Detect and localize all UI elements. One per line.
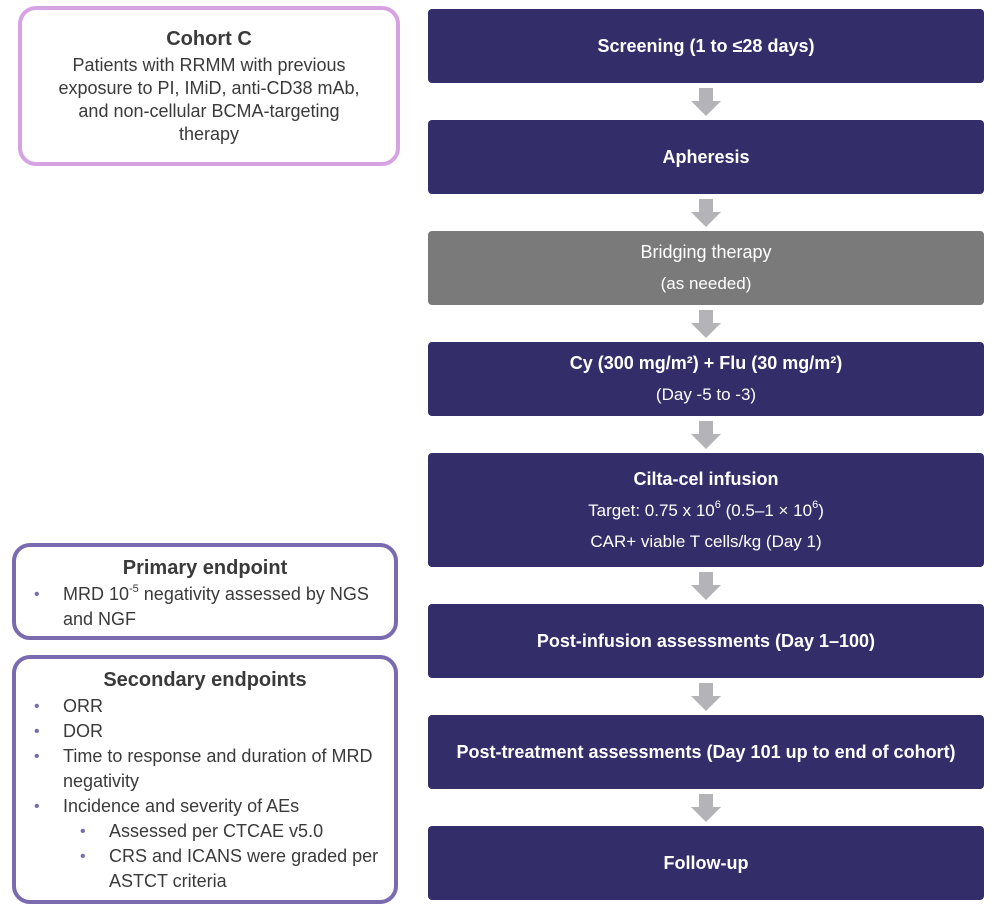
- down-arrow-icon: [691, 572, 721, 600]
- step-post-infusion: Post-infusion assessments (Day 1–100): [428, 604, 984, 678]
- secondary-endpoint-item: Incidence and severity of AEs: [16, 794, 394, 819]
- primary-endpoint-list: MRD 10-5 negativity assessed by NGS and …: [16, 582, 394, 632]
- step-screening: Screening (1 to ≤28 days): [428, 9, 984, 83]
- down-arrow-icon: [691, 310, 721, 338]
- cohort-description: Patients with RRMM with previous exposur…: [58, 55, 360, 144]
- step-post-treatment: Post-treatment assessments (Day 101 up t…: [428, 715, 984, 789]
- secondary-endpoint-subitem: Assessed per CTCAE v5.0: [16, 819, 394, 844]
- down-arrow-icon: [691, 421, 721, 449]
- secondary-endpoint-subitem: CRS and ICANS were graded per ASTCT crit…: [16, 844, 394, 894]
- step-follow-up-label: Follow-up: [663, 852, 749, 873]
- secondary-endpoint-item: DOR: [16, 719, 394, 744]
- step-infusion-title: Cilta-cel infusion: [633, 468, 779, 489]
- cohort-title: Cohort C: [166, 28, 252, 50]
- step-follow-up: Follow-up: [428, 826, 984, 900]
- down-arrow-icon: [691, 88, 721, 116]
- step-bridging-therapy: Bridging therapy (as needed): [428, 231, 984, 305]
- down-arrow-icon: [691, 199, 721, 227]
- secondary-endpoints-box: Secondary endpoints ORR DOR Time to resp…: [12, 655, 398, 904]
- step-apheresis-label: Apheresis: [662, 146, 750, 167]
- primary-endpoint-title: Primary endpoint: [122, 557, 288, 579]
- primary-endpoint-box: Primary endpoint MRD 10-5 negativity ass…: [12, 543, 398, 640]
- down-arrow-icon: [691, 794, 721, 822]
- primary-endpoint-item: MRD 10-5 negativity assessed by NGS and …: [16, 582, 394, 632]
- step-lymphodepletion-title: Cy (300 mg/m²) + Flu (30 mg/m²): [569, 353, 843, 373]
- step-bridging-note: (as needed): [660, 274, 752, 293]
- secondary-endpoints-title: Secondary endpoints: [103, 669, 307, 691]
- secondary-endpoint-item: Time to response and duration of MRD neg…: [16, 744, 394, 794]
- step-apheresis: Apheresis: [428, 120, 984, 194]
- step-screening-label: Screening (1 to ≤28 days): [597, 35, 815, 56]
- step-lymphodepletion: Cy (300 mg/m²) + Flu (30 mg/m²) (Day -5 …: [428, 342, 984, 416]
- step-infusion-units: CAR+ viable T cells/kg (Day 1): [590, 531, 822, 551]
- cohort-box: Cohort C Patients with RRMM with previou…: [18, 6, 400, 166]
- step-post-infusion-label: Post-infusion assessments (Day 1–100): [536, 630, 876, 651]
- step-lymphodepletion-note: (Day -5 to -3): [655, 385, 757, 404]
- step-cilta-cel-infusion: Cilta-cel infusion Target: 0.75 x 106 (0…: [428, 453, 984, 567]
- secondary-endpoints-list: ORR DOR Time to response and duration of…: [16, 694, 394, 894]
- step-infusion-target: Target: 0.75 x 106 (0.5–1 × 106): [588, 498, 824, 520]
- step-bridging-title: Bridging therapy: [640, 242, 772, 262]
- step-post-treatment-label: Post-treatment assessments (Day 101 up t…: [456, 741, 956, 762]
- down-arrow-icon: [691, 683, 721, 711]
- secondary-endpoint-item: ORR: [16, 694, 394, 719]
